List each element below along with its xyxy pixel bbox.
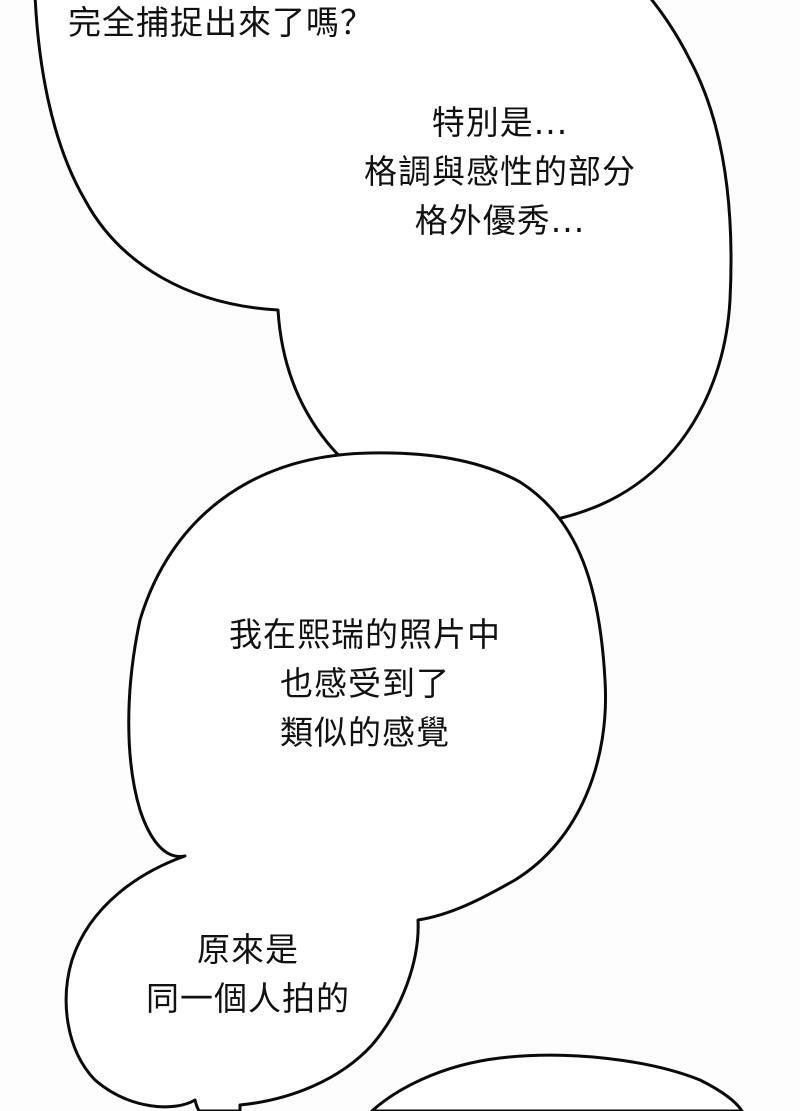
bubble-2-text: 特別是... 格調與感性的部分 格外優秀... bbox=[330, 98, 670, 245]
dialogue-line: 原來是 bbox=[197, 930, 299, 969]
dialogue-line: 格外優秀... bbox=[414, 201, 586, 240]
bubble-4-text: 原來是 同一個人拍的 bbox=[118, 925, 378, 1023]
dialogue-line: 完全捕捉出來了嗎？ bbox=[68, 3, 374, 42]
dialogue-line: 特別是... bbox=[431, 103, 569, 142]
bubble-1-text: 完全捕捉出來了嗎？ bbox=[68, 0, 374, 47]
bubble-3-text: 我在熙瑞的照片中 也感受到了 類似的感覺 bbox=[195, 610, 535, 757]
speech-bubble-top bbox=[33, 0, 733, 527]
dialogue-line: 同一個人拍的 bbox=[146, 979, 350, 1018]
speech-bubble-bottom bbox=[370, 1053, 744, 1111]
dialogue-line: 我在熙瑞的照片中 bbox=[229, 615, 501, 654]
dialogue-line: 格調與感性的部分 bbox=[364, 152, 636, 191]
dialogue-line: 也感受到了 bbox=[280, 664, 450, 703]
dialogue-line: 類似的感覺 bbox=[280, 713, 450, 752]
